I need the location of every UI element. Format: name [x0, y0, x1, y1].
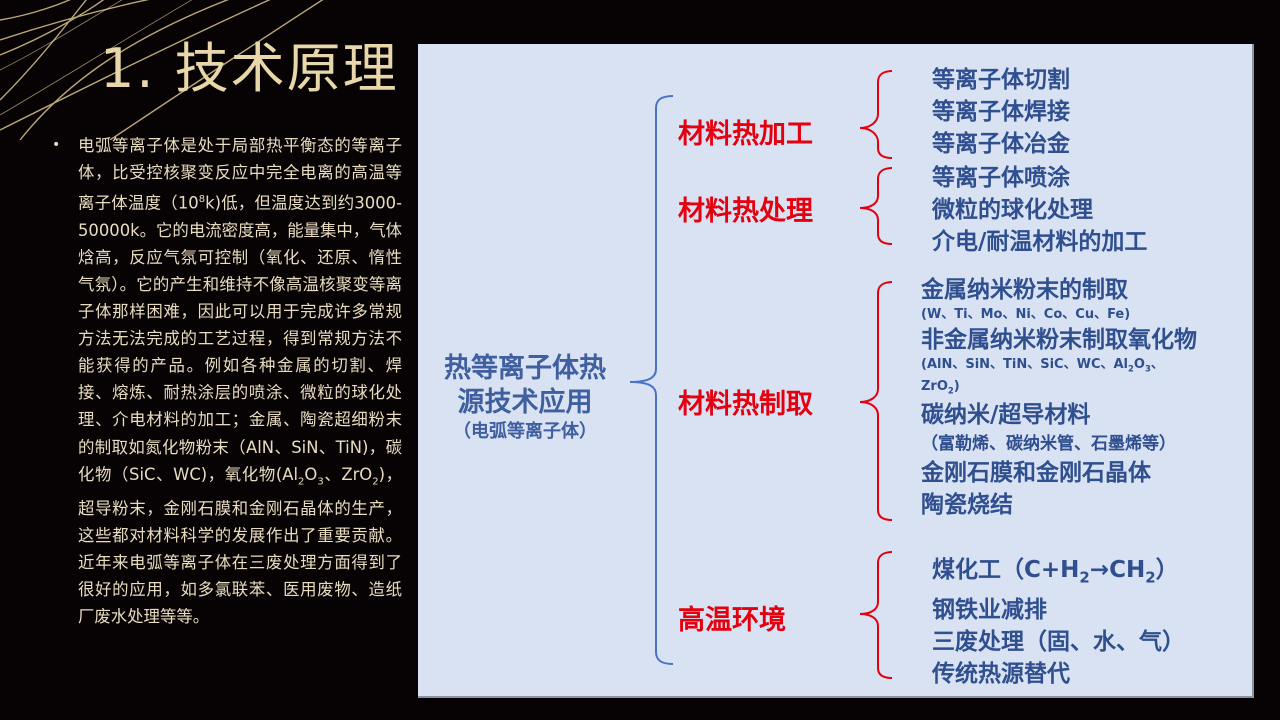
item-text: ）: [1155, 557, 1179, 583]
note-text: O: [1133, 357, 1145, 372]
subscript: 2: [1079, 568, 1090, 587]
list-item: 三废处理（固、水、气）: [932, 628, 1185, 655]
list-item: 等离子体切割: [932, 67, 1070, 93]
list-item: 等离子体焊接: [932, 99, 1070, 125]
list-item-note: （富勒烯、碳纳米管、石墨烯等）: [921, 434, 1176, 455]
subscript: 2: [1145, 568, 1156, 587]
subscript: 2: [372, 475, 379, 487]
category-brace-icon: [859, 167, 893, 245]
category-brace-icon: [859, 70, 893, 159]
body-paragraph-text: 电弧等离子体是处于局部热平衡态的等离子体，比受控核聚变反应中完全电离的高温等离子…: [78, 132, 402, 630]
list-item: 金刚石膜和金刚石晶体: [921, 460, 1151, 487]
body-text-part: O: [304, 464, 318, 484]
brace-lines: [629, 70, 893, 679]
subscript: 2: [298, 475, 305, 487]
category-items-list: 等离子体喷涂 微粒的球化处理 介电/耐温材料的加工: [932, 162, 1147, 258]
category-label: 材料热处理: [678, 196, 813, 227]
list-item: 等离子体喷涂: [932, 165, 1070, 191]
body-text-part: 、ZrO: [323, 464, 373, 484]
list-item-note: ZrO2): [921, 378, 1197, 400]
item-text: 煤化工（C+H: [932, 557, 1080, 583]
list-item: 碳纳米/超导材料: [921, 402, 1091, 429]
bullet-icon: •: [52, 137, 61, 153]
subscript: 3: [1144, 363, 1151, 374]
body-text-part: )，超导粉末，金刚石膜和金刚石晶体的生产，这些都对材料科学的发展作出了重要贡献。…: [78, 464, 403, 627]
item-text: →CH: [1089, 557, 1146, 583]
note-text: ): [953, 378, 960, 394]
category-brace-icon: [859, 281, 893, 521]
note-text: ZrO: [921, 378, 948, 394]
body-paragraph: • 电弧等离子体是处于局部热平衡态的等离子体，比受控核聚变反应中完全电离的高温等…: [52, 132, 402, 630]
category-label: 材料热加工: [678, 119, 813, 150]
note-text: (AlN、SiN、TiN、SiC、WC、Al: [921, 357, 1128, 372]
diagram-panel: 热等离子体热 源技术应用 （电弧等离子体） 材料热加工 材料热处理 材料热制取 …: [418, 44, 1254, 698]
category-label: 材料热制取: [678, 389, 813, 420]
list-item: 金属纳米粉末的制取: [921, 277, 1128, 303]
list-item: 微粒的球化处理: [932, 197, 1093, 223]
root-node-line1: 热等离子体热: [444, 353, 606, 384]
list-item-note: (W、Ti、Mo、Ni、Co、Cu、Fe): [921, 307, 1131, 322]
root-node-subtitle: （电弧等离子体）: [453, 421, 597, 442]
subscript: 3: [317, 475, 324, 487]
note-text: 、: [1150, 357, 1164, 372]
list-item: 钢铁业减排: [932, 596, 1047, 623]
body-text-part: 电弧等离子体是处于局部热平衡态的等离子体，比受控核聚变反应中完全电离的高温等离子…: [78, 136, 402, 213]
category-brace-icon: [859, 551, 893, 679]
list-item: 等离子体冶金: [932, 131, 1070, 157]
body-text-part: k)低，但温度达到约3000-50000k。它的电流密度高，能量集中，气体焓高，…: [78, 193, 403, 484]
category-items-list: 等离子体切割 等离子体焊接 等离子体冶金: [932, 64, 1070, 160]
category-items-list: 金属纳米粉末的制取 (W、Ti、Mo、Ni、Co、Cu、Fe) 非金属纳米粉末制…: [921, 274, 1197, 521]
root-brace-icon: [629, 95, 674, 665]
list-item: 非金属纳米粉末制取氧化物: [921, 327, 1197, 353]
root-node: 热等离子体热 源技术应用 （电弧等离子体）: [422, 352, 628, 444]
slide-title: 1. 技术原理: [100, 37, 399, 100]
subscript: 2: [1128, 363, 1134, 374]
list-item: 传统热源替代: [932, 660, 1070, 687]
list-item-note: (AlN、SiN、TiN、SiC、WC、Al2O3、: [921, 356, 1197, 378]
category-items-list: 煤化工（C+H2→CH2） 钢铁业减排 三废处理（固、水、气） 传统热源替代: [932, 554, 1185, 690]
list-item: 煤化工（C+H2→CH2）: [932, 554, 1185, 594]
list-item: 陶瓷烧结: [921, 492, 1013, 519]
category-label: 高温环境: [678, 605, 786, 636]
superscript: 8: [198, 194, 206, 206]
list-item: 介电/耐温材料的加工: [932, 229, 1148, 255]
subscript: 2: [947, 385, 954, 396]
root-node-line2: 源技术应用: [457, 387, 593, 418]
